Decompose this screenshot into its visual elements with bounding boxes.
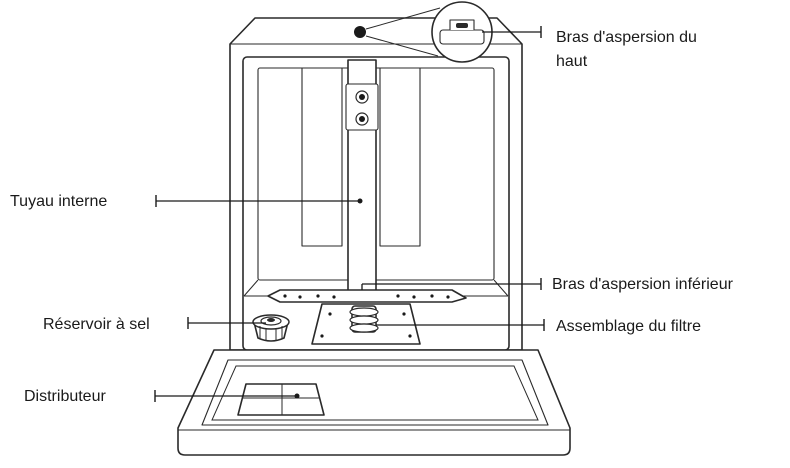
- label-internal-pipe: Tuyau interne: [10, 193, 107, 210]
- internal-pipe: [345, 59, 379, 301]
- label-dispenser: Distributeur: [24, 388, 106, 405]
- lower-spray-arm: [267, 289, 467, 303]
- callout-lower-spray-arm: [361, 278, 542, 290]
- callout-internal-pipe: [155, 195, 363, 207]
- label-filter-assembly: Assemblage du filtre: [556, 318, 701, 335]
- filter-assembly: [311, 303, 421, 345]
- callout-upper-spray-arm: [482, 26, 542, 38]
- upper-spray-arm: [354, 1, 493, 63]
- label-upper-spray-arm-line2: haut: [556, 53, 588, 70]
- label-lower-spray-arm: Bras d'aspersion inférieur: [552, 276, 734, 293]
- label-upper-spray-arm-line1: Bras d'aspersion du: [556, 29, 697, 46]
- salt-reservoir: [252, 314, 290, 342]
- dishwasher-door: [177, 349, 571, 456]
- callout-dispenser: [154, 390, 300, 402]
- dispenser: [237, 383, 325, 416]
- callout-filter-assembly: [376, 319, 545, 331]
- callout-salt-reservoir: [187, 317, 266, 329]
- label-salt-reservoir: Réservoir à sel: [43, 316, 150, 333]
